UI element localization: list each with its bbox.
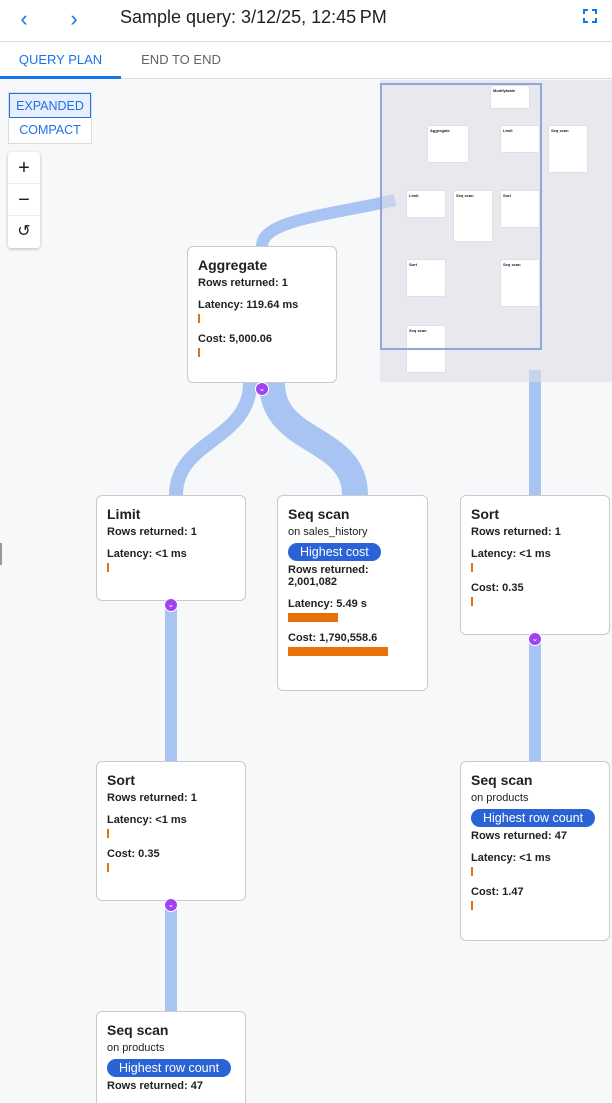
latency-bar [198,314,200,323]
latency: Latency: <1 ms [107,814,187,826]
rows-returned: Rows returned: 1 [107,792,197,804]
fullscreen-icon[interactable] [583,9,597,23]
cost: Cost: 1.47 [471,886,524,898]
cost: Cost: 0.35 [107,848,160,860]
zoom-in-button[interactable]: + [8,152,40,184]
minimap-node: Seq scan [454,191,492,241]
cost: Cost: 5,000.06 [198,333,272,345]
highest-row-count-badge: Highest row count [471,809,596,827]
cost-bar [471,901,473,910]
rows-returned: Rows returned: 47 [107,1080,203,1092]
tab-bar: QUERY PLAN END TO END [0,42,612,79]
latency: Latency: <1 ms [471,852,551,864]
highest-cost-badge: Highest cost [288,543,381,561]
header: ‹ › Sample query: 3/12/25, 12:45 PM [0,0,612,42]
minimap-node: Seq scan [501,260,539,306]
node-title: Sort [471,506,499,522]
rows-returned: Rows returned: 1 [198,277,288,289]
rows-returned-value: 2,001,082 [288,576,337,588]
zoom-out-button[interactable]: − [8,184,40,216]
minimap-node: Aggregate [428,126,468,162]
collapse-icon[interactable]: ⌄ [255,382,269,396]
view-toggle: EXPANDED COMPACT [8,92,92,144]
collapse-icon[interactable]: ⌄ [528,632,542,646]
minimap-node: Modifytable [491,86,529,108]
latency-bar [107,829,109,838]
minimap[interactable]: Modifytable Aggregate Limit Seq scan Lim… [380,80,612,382]
chevron-right-icon: › [70,6,78,31]
latency: Latency: <1 ms [471,548,551,560]
collapse-icon[interactable]: ⌄ [164,898,178,912]
expanded-button[interactable]: EXPANDED [9,93,91,118]
table-name: on sales_history [288,526,368,538]
minimap-node: Sort [501,191,539,227]
reset-zoom-button[interactable]: ↺ [17,223,31,240]
cost-bar [198,348,200,357]
node-limit[interactable]: Limit Rows returned: 1 Latency: <1 ms [96,495,246,601]
node-seq-scan-sales-history[interactable]: Seq scan on sales_history Highest cost R… [277,495,428,691]
edge-aggregate-limit [169,382,257,496]
node-title: Seq scan [288,506,350,522]
zoom-controls: + − ↺ [8,152,40,248]
cost-bar [107,863,109,872]
rows-returned: Rows returned: 47 [471,830,567,842]
node-seq-scan-products-right[interactable]: Seq scan on products Highest row count R… [460,761,610,941]
tab-query-plan[interactable]: QUERY PLAN [0,42,121,79]
plan-canvas[interactable]: Modifytable Aggregate Limit Seq scan Lim… [0,80,612,1103]
collapse-icon[interactable]: ⌄ [164,598,178,612]
minimap-node: Limit [407,191,445,217]
latency: Latency: 119.64 ms [198,299,299,311]
node-title: Limit [107,506,141,522]
node-title: Aggregate [198,257,268,273]
minimap-node: Sort [407,260,445,296]
chevron-left-icon: ‹ [20,6,28,31]
cost-bar [471,597,473,606]
latency-bar [471,867,473,876]
node-sort-right[interactable]: Sort Rows returned: 1 Latency: <1 ms Cos… [460,495,610,635]
back-button[interactable]: ‹ [10,6,38,34]
table-name: on products [107,1042,165,1054]
node-title: Seq scan [471,772,533,788]
highest-row-count-badge: Highest row count [107,1059,232,1077]
rows-returned: Rows returned: 1 [107,526,197,538]
edge-aggregate-seqscan [259,381,368,497]
node-title: Seq scan [107,1022,169,1038]
minimap-node: Seq scan [549,126,587,172]
edge-root-aggregate [256,194,397,248]
minimap-node: Limit [501,126,539,152]
minimap-viewport[interactable] [380,83,542,350]
compact-button[interactable]: COMPACT [19,123,81,137]
page-title: Sample query: 3/12/25, 12:45 PM [120,7,387,27]
latency-bar [107,563,109,572]
cost: Cost: 1,790,558.6 [288,632,378,644]
rows-returned: Rows returned: 1 [471,526,561,538]
node-seq-scan-products-bottom[interactable]: Seq scan on products Highest row count R… [96,1011,246,1103]
tab-end-to-end[interactable]: END TO END [141,52,221,67]
latency-bar [288,613,338,622]
forward-button[interactable]: › [60,6,88,34]
latency-bar [471,563,473,572]
scroll-marker [0,543,2,565]
node-aggregate[interactable]: Aggregate Rows returned: 1 Latency: 119.… [187,246,337,383]
cost: Cost: 0.35 [471,582,524,594]
node-title: Sort [107,772,135,788]
plan-edges [165,194,541,1011]
rows-returned-label: Rows returned: [288,564,369,576]
latency: Latency: <1 ms [107,548,187,560]
table-name: on products [471,792,529,804]
node-sort-left[interactable]: Sort Rows returned: 1 Latency: <1 ms Cos… [96,761,246,901]
latency: Latency: 5.49 s [288,598,367,610]
cost-bar [288,647,388,656]
